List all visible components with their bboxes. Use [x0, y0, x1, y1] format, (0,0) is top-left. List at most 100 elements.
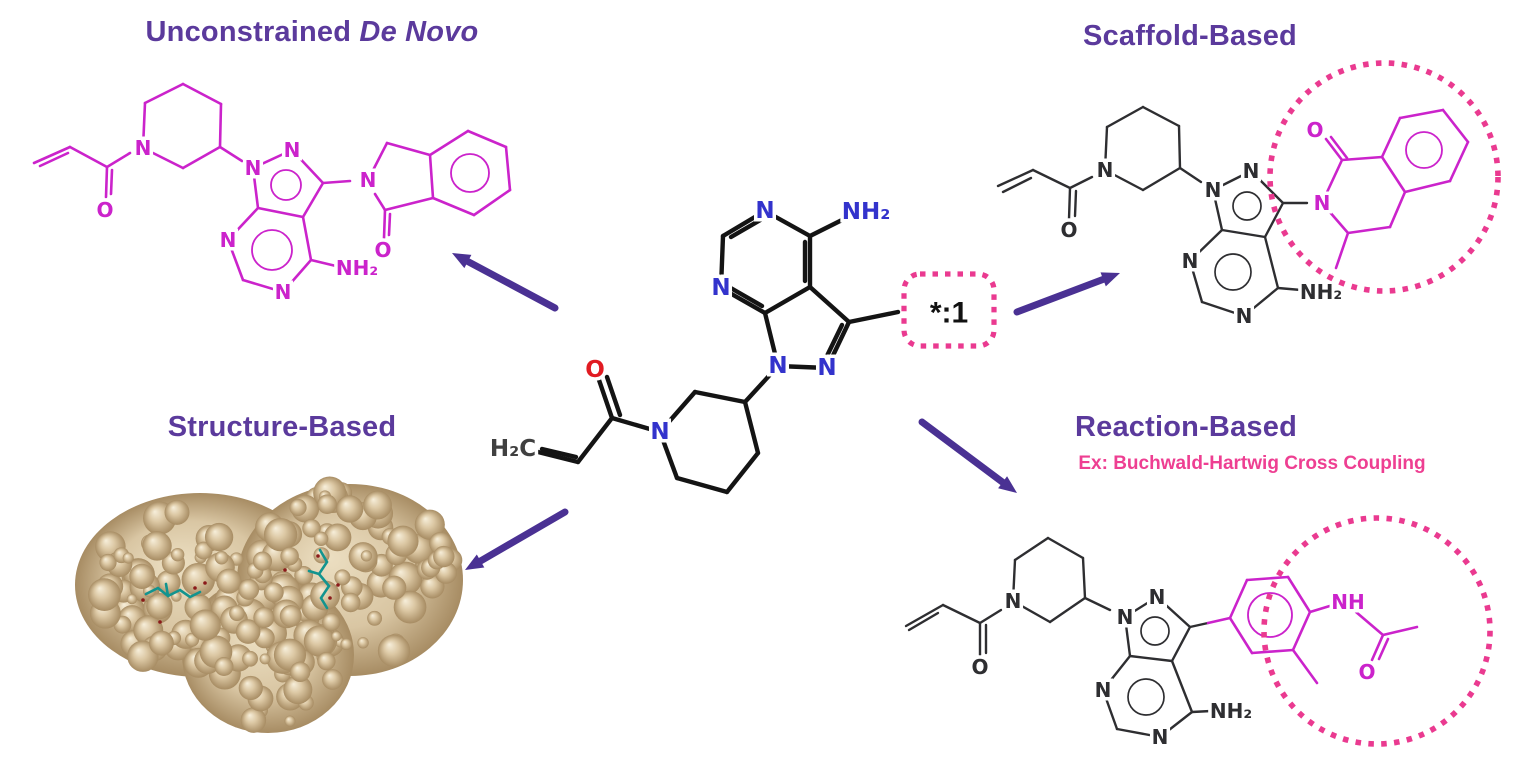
bond [1263, 201, 1285, 239]
bond [281, 258, 313, 294]
bond [1101, 688, 1119, 731]
bond [1324, 137, 1344, 162]
bond [1380, 116, 1402, 159]
bond [181, 145, 222, 170]
atom-label: NH₂ [336, 256, 378, 280]
atom-label: NH [1331, 590, 1364, 614]
bond [907, 611, 940, 632]
bond [1188, 621, 1210, 629]
attachment-point-box [901, 271, 997, 349]
bond [1115, 727, 1162, 739]
bond [1340, 155, 1384, 162]
bond [428, 153, 435, 200]
bond [1354, 610, 1385, 637]
bond [762, 208, 813, 239]
bond [301, 181, 325, 219]
bond [1103, 125, 1109, 172]
atom-label: N [711, 275, 730, 301]
bond [141, 101, 147, 150]
bond [104, 165, 109, 199]
atom-label: N [1117, 605, 1134, 629]
bound-ligand [144, 586, 202, 599]
bond [387, 212, 392, 237]
arrow-to-structure [465, 508, 569, 570]
bond [1206, 616, 1232, 625]
bond [1211, 188, 1224, 232]
bond [428, 129, 470, 157]
bond [822, 322, 845, 363]
bond [1200, 300, 1246, 318]
atom-label: N [1005, 589, 1022, 613]
bond [609, 415, 663, 435]
bond [604, 374, 623, 418]
title-reaction: Reaction-Based [1075, 411, 1297, 443]
aromatic-ring-circle [1232, 191, 1262, 221]
atom-label: N [275, 280, 292, 304]
reaction-fragment-circle [1261, 515, 1493, 747]
bond [1067, 186, 1072, 221]
bond [728, 216, 765, 240]
atom-label: O [96, 198, 113, 222]
bond [1380, 155, 1407, 194]
bond [321, 179, 352, 185]
bond [1276, 286, 1303, 292]
bond [1123, 595, 1159, 619]
bond [726, 284, 765, 309]
aromatic-ring-circle [1405, 131, 1443, 169]
bond [674, 475, 730, 495]
bond [1141, 105, 1181, 128]
bond [978, 608, 1003, 625]
title-unconstrained-italic: De Novo [359, 16, 479, 48]
scaffold-fragment-circle [1267, 60, 1501, 294]
bond [1155, 595, 1192, 629]
bond [383, 196, 435, 212]
bond [1228, 578, 1249, 620]
bond [1188, 259, 1204, 304]
bond [657, 429, 680, 481]
bound-ligand [307, 569, 321, 576]
bond [1228, 616, 1254, 655]
atom-label: N [245, 156, 262, 180]
atom-label: N [1152, 725, 1169, 749]
bond [472, 188, 512, 217]
bond [1103, 168, 1145, 192]
bound-ligand [317, 548, 331, 610]
bond [226, 238, 245, 282]
bond [1329, 135, 1349, 160]
bond [824, 319, 852, 371]
atom-label: N [1205, 178, 1222, 202]
atom-label: H₂C [490, 436, 536, 462]
bond [1141, 166, 1182, 192]
atom-label: N [768, 353, 787, 379]
atom-label: NH₂ [1210, 699, 1252, 723]
bond [38, 151, 70, 168]
bond [1346, 225, 1392, 235]
bond [762, 310, 781, 369]
atom-label: O [374, 238, 391, 262]
bond [720, 208, 768, 239]
bond [996, 168, 1035, 188]
bond [657, 389, 698, 435]
atom-label: N [284, 138, 301, 162]
atom-label: N [1095, 678, 1112, 702]
bond [1334, 231, 1350, 270]
bond [1177, 124, 1182, 170]
bond [1370, 633, 1385, 662]
bond [366, 141, 389, 182]
atom-label: N [1182, 249, 1199, 273]
atom-label: NH₂ [842, 199, 891, 225]
atom-label: N [220, 228, 237, 252]
atom-label: N [135, 136, 152, 160]
bond [1105, 105, 1145, 129]
bond [1046, 536, 1085, 560]
bond [309, 258, 338, 268]
bond [1001, 176, 1033, 194]
bond [718, 285, 768, 316]
bond [1068, 175, 1094, 190]
bond [1245, 575, 1290, 582]
atom-label: O [1060, 218, 1077, 242]
bond [1291, 648, 1319, 685]
bond [385, 141, 432, 157]
